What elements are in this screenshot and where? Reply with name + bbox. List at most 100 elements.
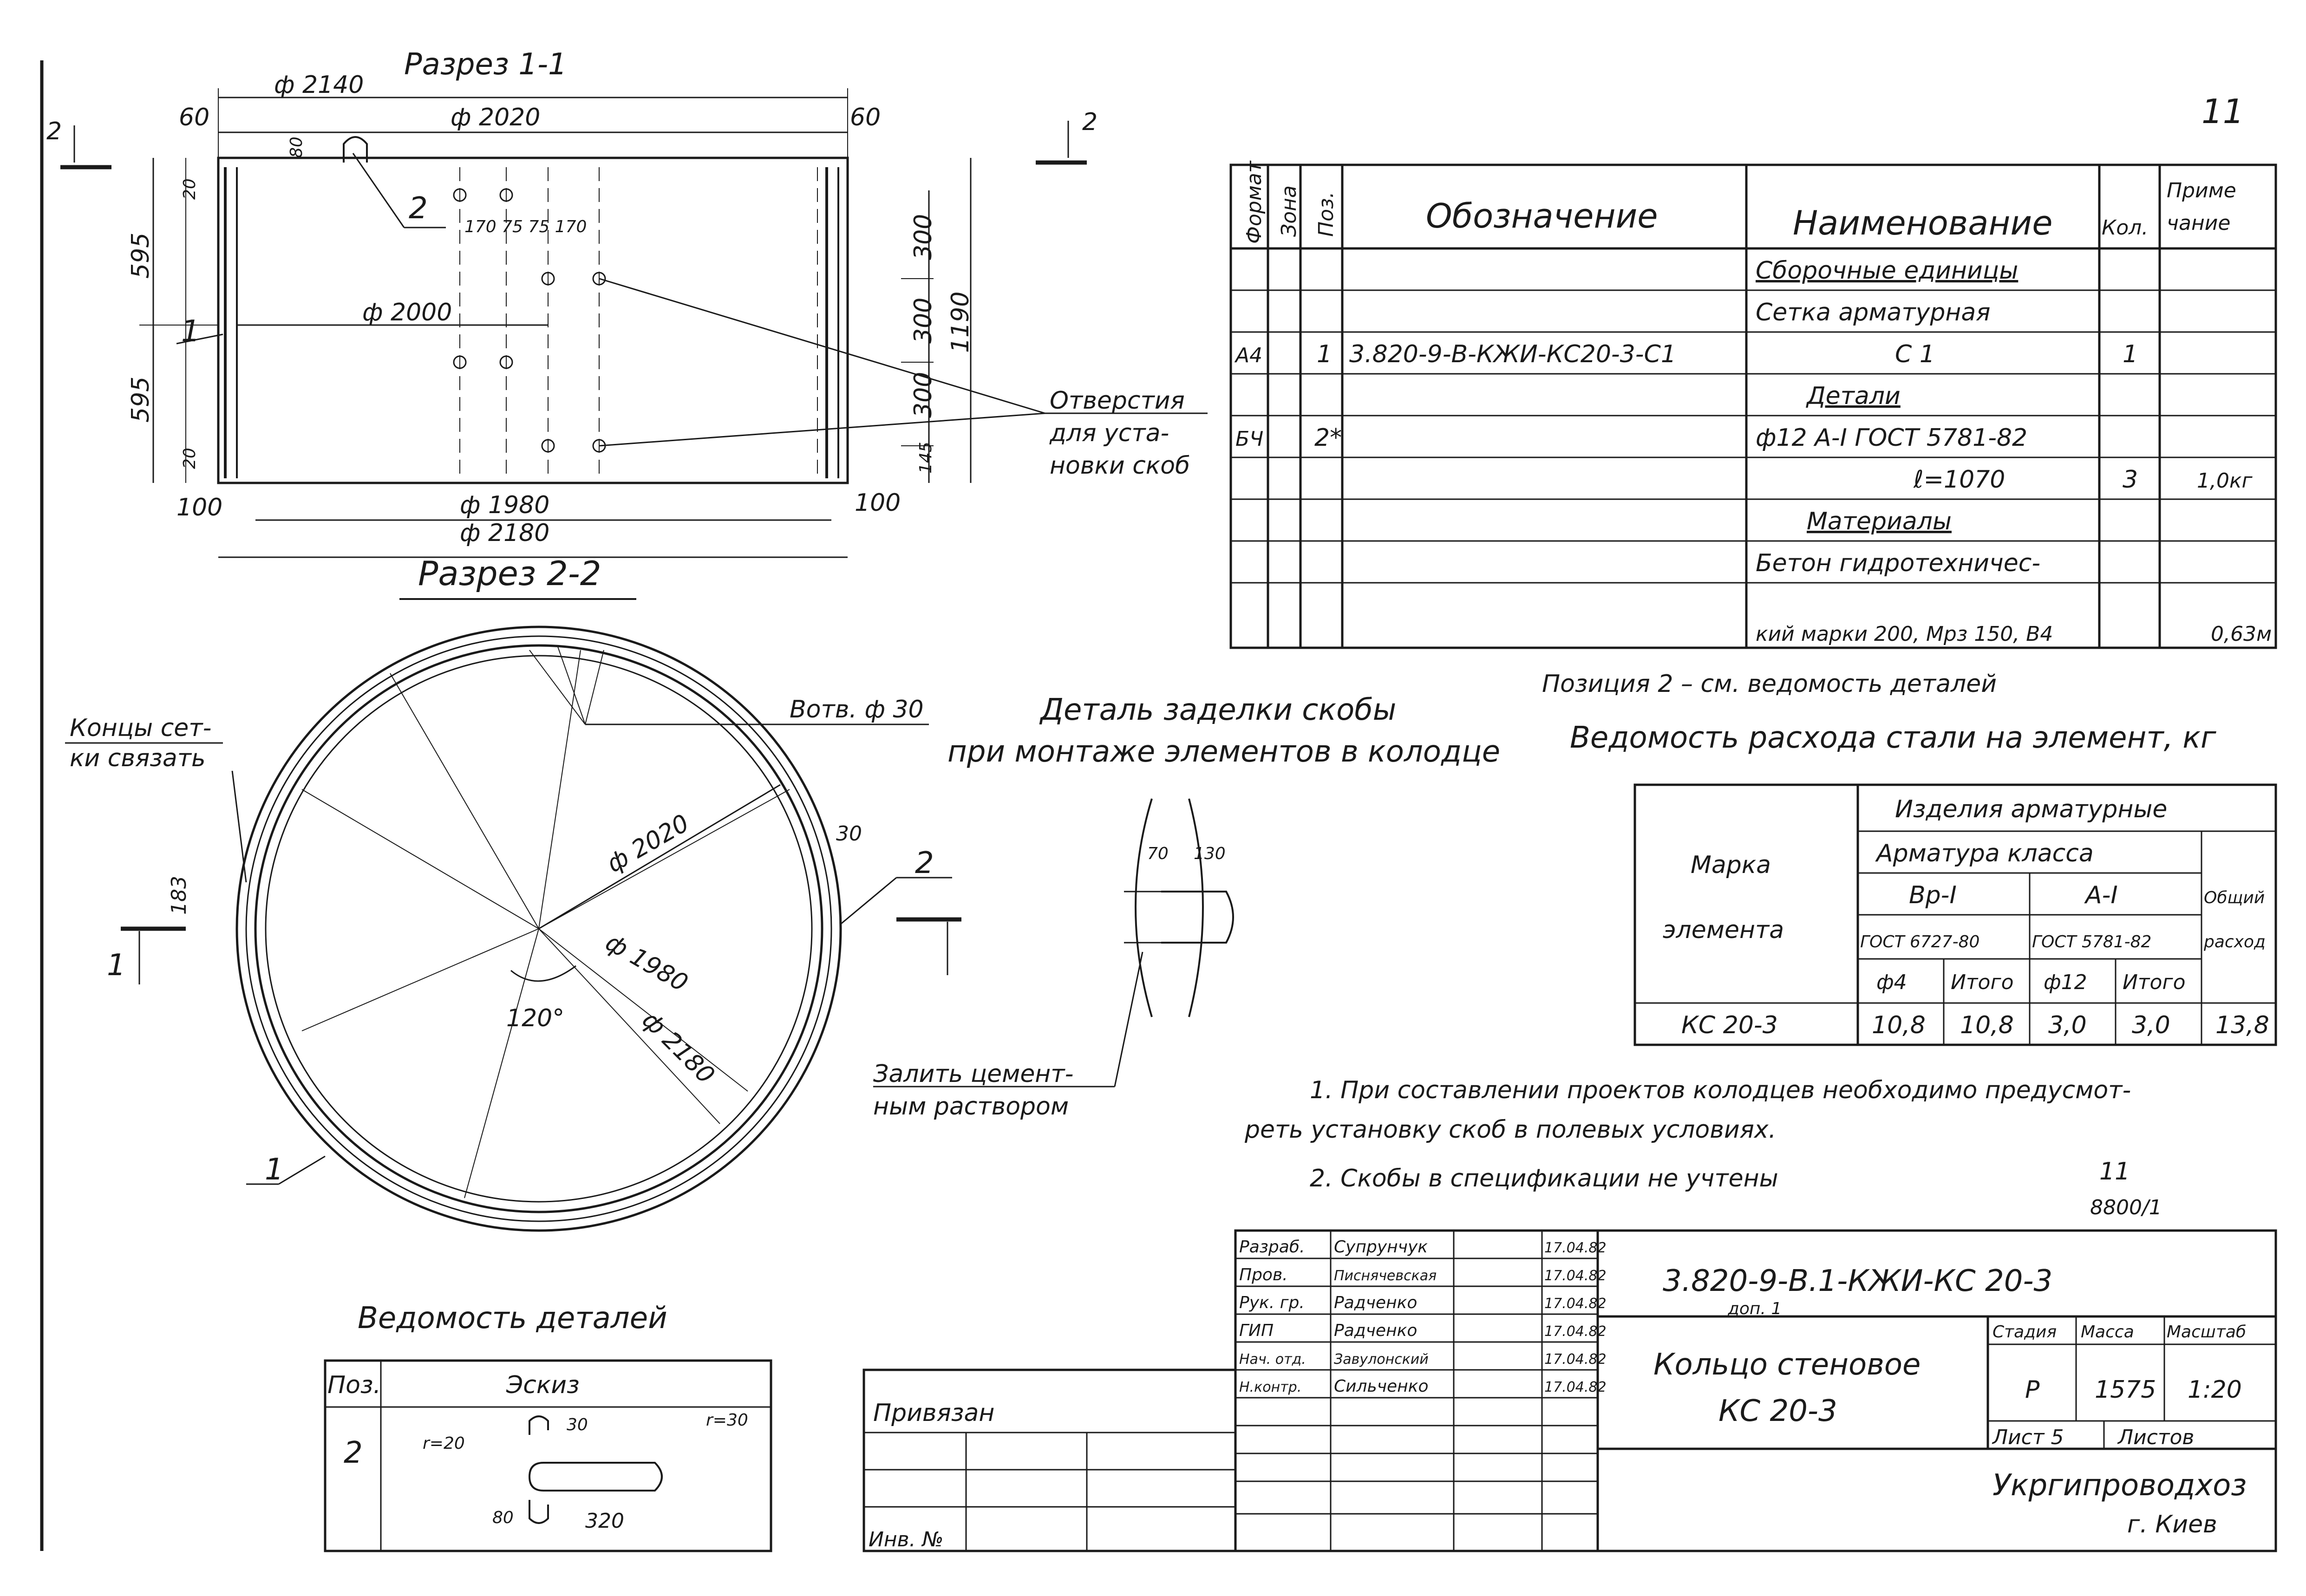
svg-text:183: 183 — [167, 876, 191, 915]
table-row: Сборочные единицы — [1756, 257, 2018, 285]
section-2-2: Разрез 2-2 ф 2020 ф 1980 ф 2180 120° 183… — [65, 554, 961, 1232]
steel-table — [1633, 783, 2277, 1046]
svg-text:300: 300 — [909, 214, 937, 260]
svg-text:0,63м: 0,63м — [2211, 622, 2272, 646]
svg-text:С 1: С 1 — [1895, 340, 1935, 368]
svg-text:Материалы: Материалы — [1807, 508, 1952, 535]
svg-text:30: 30 — [567, 1415, 588, 1434]
svg-text:ГОСТ 5781-82: ГОСТ 5781-82 — [2032, 932, 2151, 951]
svg-text:145: 145 — [916, 442, 935, 474]
title-staff: Разраб. Супрунчук 17.04.82 Пров. Писняче… — [1239, 1238, 1607, 1396]
svg-text:реть установку скоб в полевых: реть установку скоб в полевых условиях. — [1244, 1116, 1776, 1144]
tie-note: Концы сет- — [70, 714, 211, 742]
details-sheet-title: Ведомость деталей — [358, 1301, 667, 1335]
svg-text:Н.контр.: Н.контр. — [1239, 1379, 1301, 1395]
svg-text:Пров.: Пров. — [1239, 1265, 1288, 1284]
svg-text:300: 300 — [909, 298, 937, 344]
svg-text:1575: 1575 — [2095, 1376, 2156, 1404]
svg-text:Детали: Детали — [1806, 382, 1901, 410]
svg-text:Масса: Масса — [2081, 1322, 2134, 1342]
svg-text:1:20: 1:20 — [2188, 1376, 2242, 1404]
svg-text:Лист 5: Лист 5 — [1992, 1426, 2064, 1449]
svg-text:2: 2 — [409, 191, 428, 226]
svg-text:320: 320 — [585, 1509, 624, 1533]
svg-text:ным раствором: ным раствором — [873, 1093, 1069, 1120]
svg-text:120°: 120° — [506, 1004, 564, 1032]
svg-text:кий марки 200, Мрз 150, В4: кий марки 200, Мрз 150, В4 — [1756, 622, 2053, 646]
svg-text:Р: Р — [2025, 1376, 2040, 1404]
svg-text:Стадия: Стадия — [1992, 1322, 2057, 1342]
spec-table — [1229, 163, 2277, 649]
svg-text:ф 1980: ф 1980 — [460, 491, 549, 519]
svg-text:Привязан: Привязан — [873, 1399, 994, 1427]
svg-text:для уста-: для уста- — [1049, 419, 1169, 447]
svg-text:1. При составлении проектов ко: 1. При составлении проектов колодцев нео… — [1310, 1076, 2131, 1104]
svg-text:ф12 А-I ГОСТ 5781-82: ф12 А-I ГОСТ 5781-82 — [1756, 424, 2027, 452]
svg-text:Кол.: Кол. — [2102, 216, 2148, 240]
svg-text:Обозначение: Обозначение — [1426, 196, 1658, 235]
svg-text:80: 80 — [287, 137, 306, 158]
binding-block — [862, 1368, 1237, 1552]
svg-text:300: 300 — [909, 372, 937, 418]
svg-text:11: 11 — [2099, 1158, 2130, 1186]
table-row: КС 20-3 — [1681, 1011, 1778, 1039]
svg-text:ф12: ф12 — [2044, 971, 2087, 994]
hole-note: Вотв. ф 30 — [790, 696, 924, 723]
svg-text:17.04.82: 17.04.82 — [1544, 1323, 1607, 1340]
svg-text:1: 1 — [265, 1153, 284, 1187]
svg-text:ф 2000: ф 2000 — [362, 299, 452, 326]
svg-text:3.820-9-В-КЖИ-КС20-3-С1: 3.820-9-В-КЖИ-КС20-3-С1 — [1349, 340, 1676, 368]
svg-text:Зона: Зона — [1277, 185, 1301, 237]
svg-text:3,0: 3,0 — [2132, 1011, 2170, 1039]
svg-text:Итого: Итого — [2123, 971, 2186, 994]
svg-text:Изделия арматурные: Изделия арматурные — [1895, 795, 2167, 823]
svg-text:2: 2 — [915, 846, 934, 880]
svg-text:Формат: Формат — [1242, 160, 1266, 244]
svg-text:130: 130 — [1194, 844, 1226, 863]
svg-text:100: 100 — [855, 489, 901, 517]
svg-text:80: 80 — [492, 1508, 514, 1527]
svg-text:А-I: А-I — [2084, 881, 2118, 909]
svg-text:17.04.82: 17.04.82 — [1544, 1268, 1607, 1284]
svg-text:ф4: ф4 — [1876, 971, 1907, 994]
svg-text:70: 70 — [1147, 844, 1169, 863]
svg-text:новки скоб: новки скоб — [1050, 452, 1190, 480]
svg-text:1: 1 — [107, 948, 126, 983]
svg-text:60: 60 — [179, 104, 209, 131]
section-2-2-title: Разрез 2-2 — [418, 554, 601, 593]
svg-text:2: 2 — [344, 1436, 363, 1470]
svg-text:Супрунчук: Супрунчук — [1334, 1238, 1428, 1257]
svg-text:ГИП: ГИП — [1239, 1321, 1274, 1340]
svg-text:1: 1 — [2123, 340, 2138, 368]
svg-text:Сильченко: Сильченко — [1334, 1377, 1428, 1396]
svg-text:13,8: 13,8 — [2215, 1011, 2269, 1039]
svg-text:Залить цемент-: Залить цемент- — [873, 1060, 1073, 1088]
notes: 1. При составлении проектов колодцев нео… — [1244, 1076, 2162, 1219]
svg-text:Арматура класса: Арматура класса — [1875, 840, 2094, 867]
svg-text:Вр-I: Вр-I — [1909, 881, 1957, 909]
svg-text:3,0: 3,0 — [2048, 1011, 2087, 1039]
svg-text:Деталь заделки скобы: Деталь заделки скобы — [1039, 693, 1396, 727]
sheet-number: 11 — [2201, 92, 2244, 131]
svg-text:1: 1 — [181, 314, 200, 349]
svg-text:ГОСТ 6727-80: ГОСТ 6727-80 — [1860, 932, 1979, 951]
svg-text:Наименование: Наименование — [1793, 203, 2053, 242]
svg-text:r=30: r=30 — [706, 1411, 748, 1430]
svg-text:А4: А4 — [1234, 344, 1262, 367]
svg-text:БЧ: БЧ — [1235, 427, 1263, 451]
title-block — [1234, 1229, 2277, 1552]
table-row: Сетка арматурная — [1756, 299, 1991, 326]
svg-text:Писнячевская: Писнячевская — [1334, 1268, 1437, 1284]
svg-text:Поз.: Поз. — [327, 1371, 381, 1399]
svg-text:1,0кг: 1,0кг — [2197, 469, 2253, 493]
svg-text:чание: чание — [2167, 211, 2230, 235]
svg-text:2: 2 — [1082, 108, 1097, 136]
details-sheet — [324, 1359, 772, 1552]
svg-text:ки связать: ки связать — [70, 744, 206, 772]
svg-text:595: 595 — [127, 377, 155, 423]
svg-text:ℓ=1070: ℓ=1070 — [1913, 466, 2005, 494]
svg-text:20: 20 — [180, 178, 199, 200]
svg-text:r=20: r=20 — [423, 1434, 465, 1453]
svg-text:Отверстия: Отверстия — [1050, 387, 1185, 415]
svg-text:Радченко: Радченко — [1334, 1293, 1417, 1312]
